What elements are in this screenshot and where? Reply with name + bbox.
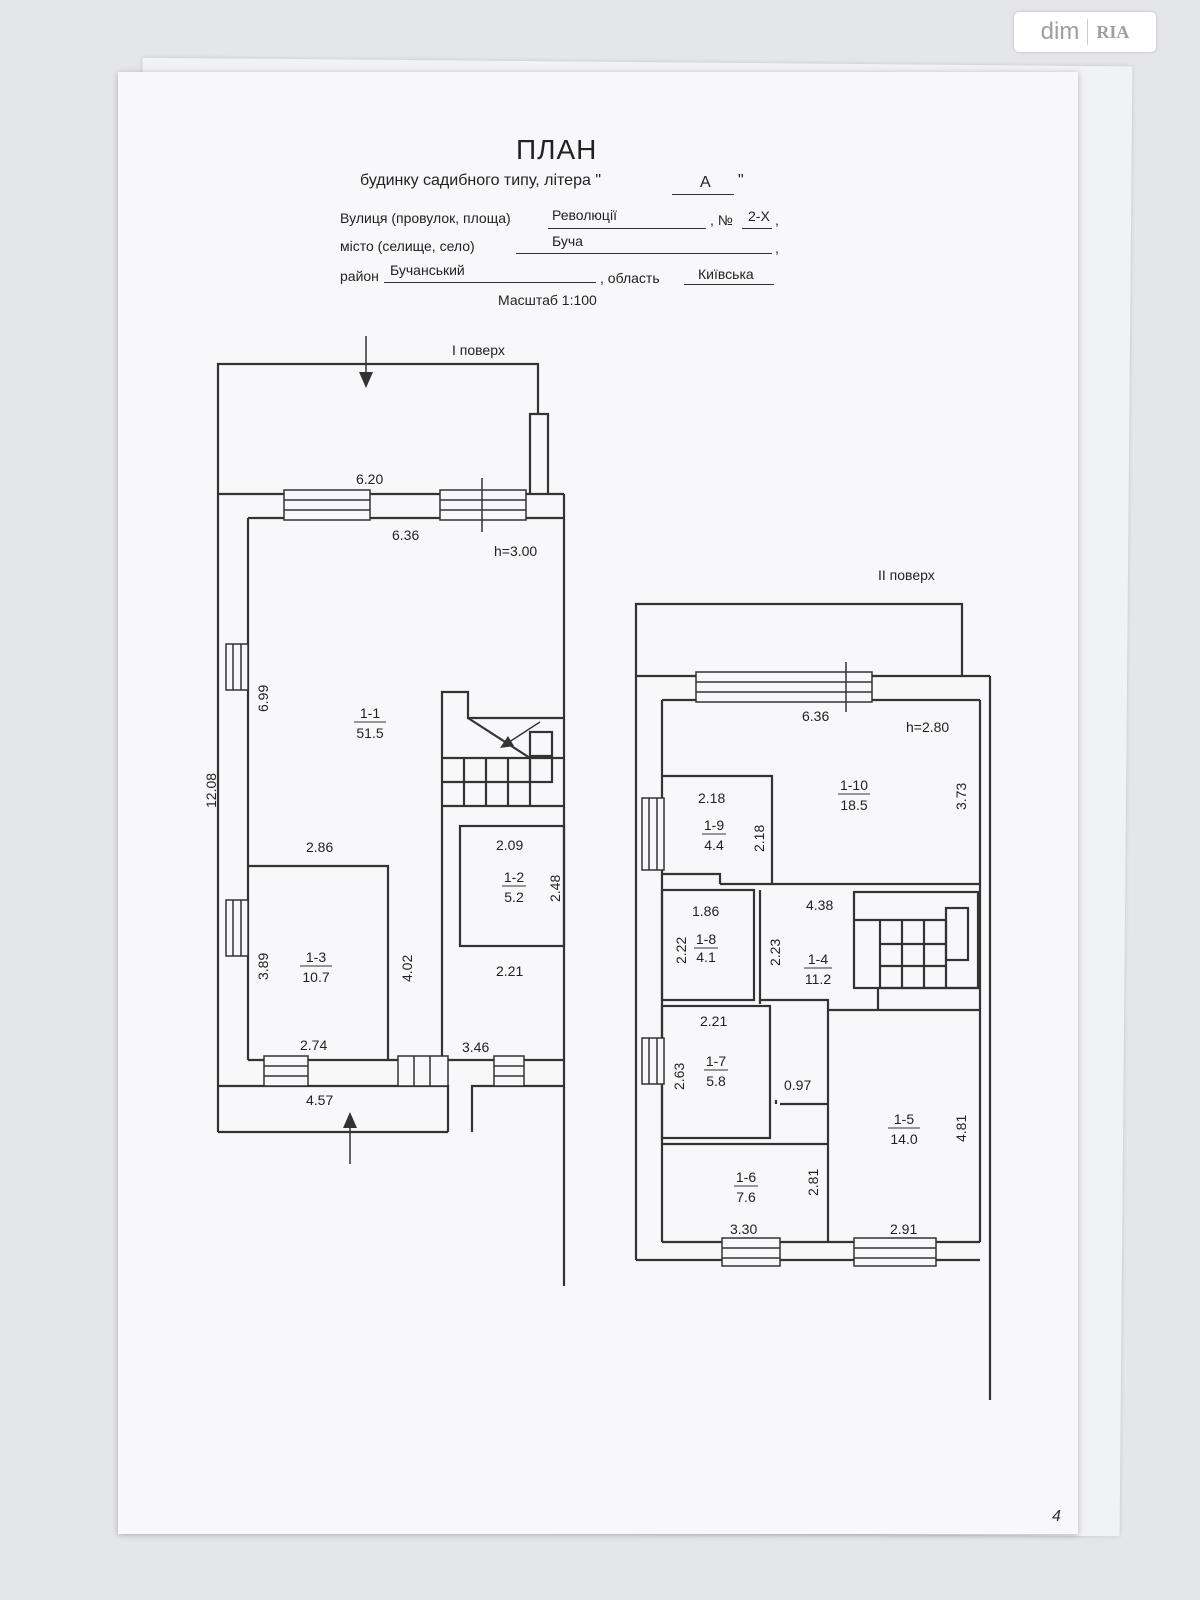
room-1-4-id: 1-4 — [808, 951, 828, 967]
page-number: 4 — [1052, 1508, 1061, 1525]
f2-dim-corridor: 0.97 — [784, 1077, 811, 1093]
f1-dim-r12-right: 2.48 — [547, 875, 563, 902]
city-comma: , — [775, 240, 779, 256]
f1-dim-r13-top: 2.86 — [306, 839, 333, 855]
f2-dim-top: 6.36 — [802, 708, 829, 724]
f2-dim-r14-top: 4.38 — [806, 897, 833, 913]
city-value: Буча — [552, 233, 583, 249]
floor2-windows — [641, 662, 937, 1267]
f1-dim-r13-right: 4.02 — [399, 955, 415, 982]
number-underline — [742, 228, 772, 229]
f2-height: h=2.80 — [906, 719, 949, 735]
f2-dim-r18-top: 1.86 — [692, 903, 719, 919]
street-value: Революції — [552, 207, 617, 223]
floor1-label: I поверх — [452, 342, 505, 358]
f2-dim-r15-right: 4.81 — [953, 1115, 969, 1142]
scale-label: Масштаб 1:100 — [498, 292, 597, 308]
subtitle-prefix: будинку садибного типу, літера " — [360, 172, 601, 189]
logo-ria-text: RIA — [1096, 21, 1130, 42]
f1-dim-inner-top: 6.36 — [392, 527, 419, 543]
f1-dim-hall: 2.21 — [496, 963, 523, 979]
subtitle-suffix: " — [738, 172, 744, 189]
f2-dim-r110-right: 3.73 — [953, 783, 969, 810]
district-underline — [384, 282, 596, 283]
f2-dim-r19-top: 2.18 — [698, 790, 725, 806]
room-1-2-id: 1-2 — [504, 869, 524, 885]
room-1-10-id: 1-10 — [840, 777, 868, 793]
document-sheet — [118, 72, 1078, 1534]
room-1-10-area: 18.5 — [840, 797, 867, 813]
city-label: місто (селище, село) — [340, 238, 475, 254]
district-label: район — [340, 268, 379, 284]
room-1-7-id: 1-7 — [706, 1053, 726, 1069]
region-underline — [684, 284, 774, 285]
floor1-windows — [225, 478, 527, 1087]
region-value: Київська — [698, 266, 754, 282]
room-1-2-area: 5.2 — [504, 889, 524, 905]
room-1-6-area: 7.6 — [736, 1189, 756, 1205]
number-value: 2-Х — [748, 208, 770, 224]
f1-dim-r12-top: 2.09 — [496, 837, 523, 853]
dim-ria-logo[interactable]: dim RIA — [1014, 12, 1156, 52]
f2-dim-r14-left: 2.23 — [767, 939, 783, 966]
room-1-1-id: 1-1 — [360, 705, 380, 721]
floor2-label: II поверх — [878, 567, 935, 583]
f1-dim-outer-top: 6.20 — [356, 471, 383, 487]
room-1-9-area: 4.4 — [704, 837, 724, 853]
f1-dim-lower-mid: 3.46 — [462, 1039, 489, 1055]
street-label: Вулиця (провулок, площа) — [340, 210, 511, 226]
f1-dim-r13-bottom: 2.74 — [300, 1037, 327, 1053]
f2-dim-r18-left: 2.22 — [673, 937, 689, 964]
f1-dim-r13-left: 3.89 — [255, 953, 271, 980]
room-1-5-area: 14.0 — [890, 1131, 917, 1147]
f2-dim-r16-right: 2.81 — [805, 1169, 821, 1196]
room-1-7-area: 5.8 — [706, 1073, 726, 1089]
floor2-walls — [634, 602, 992, 1400]
f1-dim-porch: 4.57 — [306, 1092, 333, 1108]
f2-dim-r17-top: 2.21 — [700, 1013, 727, 1029]
entrance-arrows — [343, 336, 541, 1164]
document-title: ПЛАН — [516, 134, 598, 165]
f2-dim-r17-left: 2.63 — [671, 1063, 687, 1090]
f2-dim-r15-bottom: 2.91 — [890, 1221, 917, 1237]
number-label: , № — [710, 212, 733, 228]
room-1-5-id: 1-5 — [894, 1111, 914, 1127]
region-label: , область — [600, 270, 660, 286]
f1-dim-overall: 12.08 — [203, 773, 219, 808]
f1-dim-left-wall: 6.99 — [255, 685, 271, 712]
room-1-3-area: 10.7 — [302, 969, 329, 985]
room-1-8-id: 1-8 — [696, 931, 716, 947]
room-1-1-area: 51.5 — [356, 725, 383, 741]
district-value: Бучанський — [390, 262, 465, 278]
number-comma: , — [775, 212, 779, 228]
letter-underline — [672, 194, 734, 195]
street-underline — [548, 228, 706, 229]
logo-dim-text: dim — [1040, 18, 1080, 45]
subtitle-letter: А — [700, 174, 711, 191]
f1-height: h=3.00 — [494, 543, 537, 559]
room-1-9-id: 1-9 — [704, 817, 724, 833]
f2-dim-r16-bottom: 3.30 — [730, 1221, 757, 1237]
city-underline — [516, 253, 772, 254]
room-1-3-id: 1-3 — [306, 949, 326, 965]
room-1-6-id: 1-6 — [736, 1169, 756, 1185]
f2-dim-r19-right: 2.18 — [751, 825, 767, 852]
room-1-8-area: 4.1 — [696, 949, 716, 965]
logo-divider — [1087, 19, 1089, 45]
room-1-4-area: 11.2 — [805, 971, 831, 987]
